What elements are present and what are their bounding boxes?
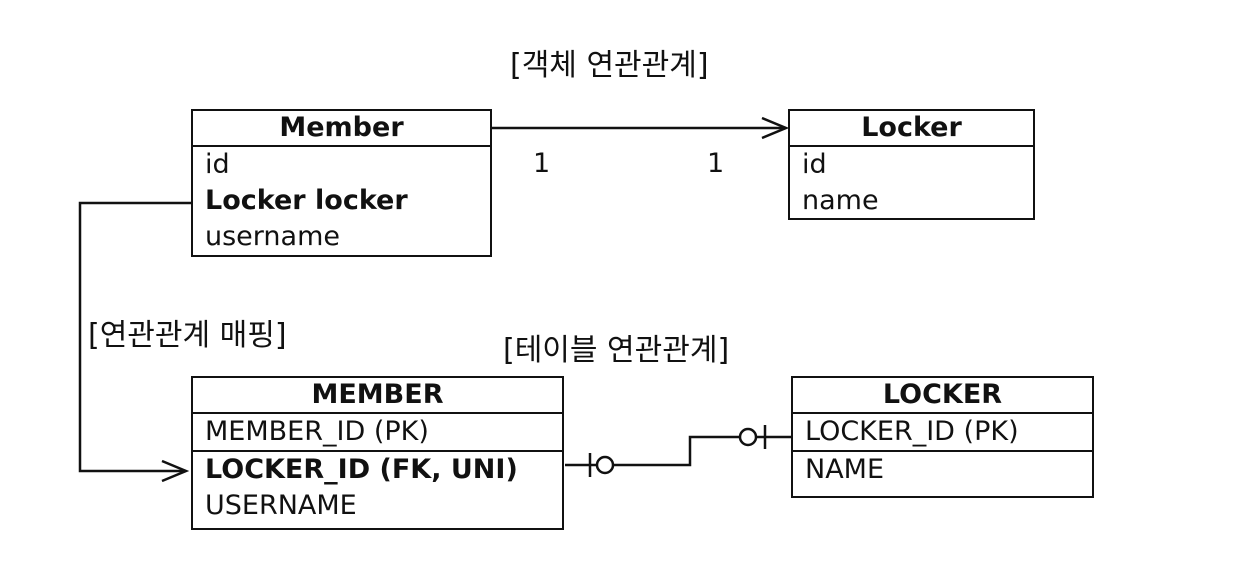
locker-side-circle — [738, 427, 758, 447]
cardinality-target: 1 — [707, 148, 725, 179]
table-relation-title: [테이블 연관관계] — [503, 333, 730, 368]
locker-field-id: id — [802, 149, 827, 180]
mapping-arrow — [78, 201, 193, 473]
locker-table: LOCKER LOCKER_ID (PK) NAME — [791, 376, 1094, 498]
member-field-id: id — [205, 149, 230, 180]
member-table: MEMBER MEMBER_ID (PK) LOCKER_ID (FK, UNI… — [191, 376, 564, 530]
object-relation-title: [객체 연관관계] — [510, 48, 709, 83]
member-field-username: username — [205, 221, 340, 252]
member-field-locker: Locker locker — [205, 185, 408, 216]
locker-column-locker-id: LOCKER_ID (PK) — [793, 414, 1092, 452]
cardinality-source: 1 — [533, 148, 551, 179]
mapping-title: [연관관계 매핑] — [88, 318, 287, 353]
member-column-username: USERNAME — [205, 490, 357, 521]
member-table-name: MEMBER — [193, 378, 562, 414]
mapping-arrowhead — [161, 459, 190, 483]
member-side-circle — [595, 455, 615, 475]
locker-entity: Locker id name — [788, 109, 1035, 220]
member-column-member-id: MEMBER_ID (PK) — [193, 414, 562, 452]
locker-table-name: LOCKER — [793, 378, 1092, 414]
object-association-arrowhead — [761, 116, 790, 140]
member-entity-name: Member — [193, 111, 490, 147]
locker-column-name: NAME — [805, 454, 885, 485]
locker-entity-name: Locker — [790, 111, 1033, 147]
member-entity: Member id Locker locker username — [191, 109, 492, 257]
member-column-locker-id: LOCKER_ID (FK, UNI) — [205, 454, 518, 485]
locker-field-name: name — [802, 185, 879, 216]
